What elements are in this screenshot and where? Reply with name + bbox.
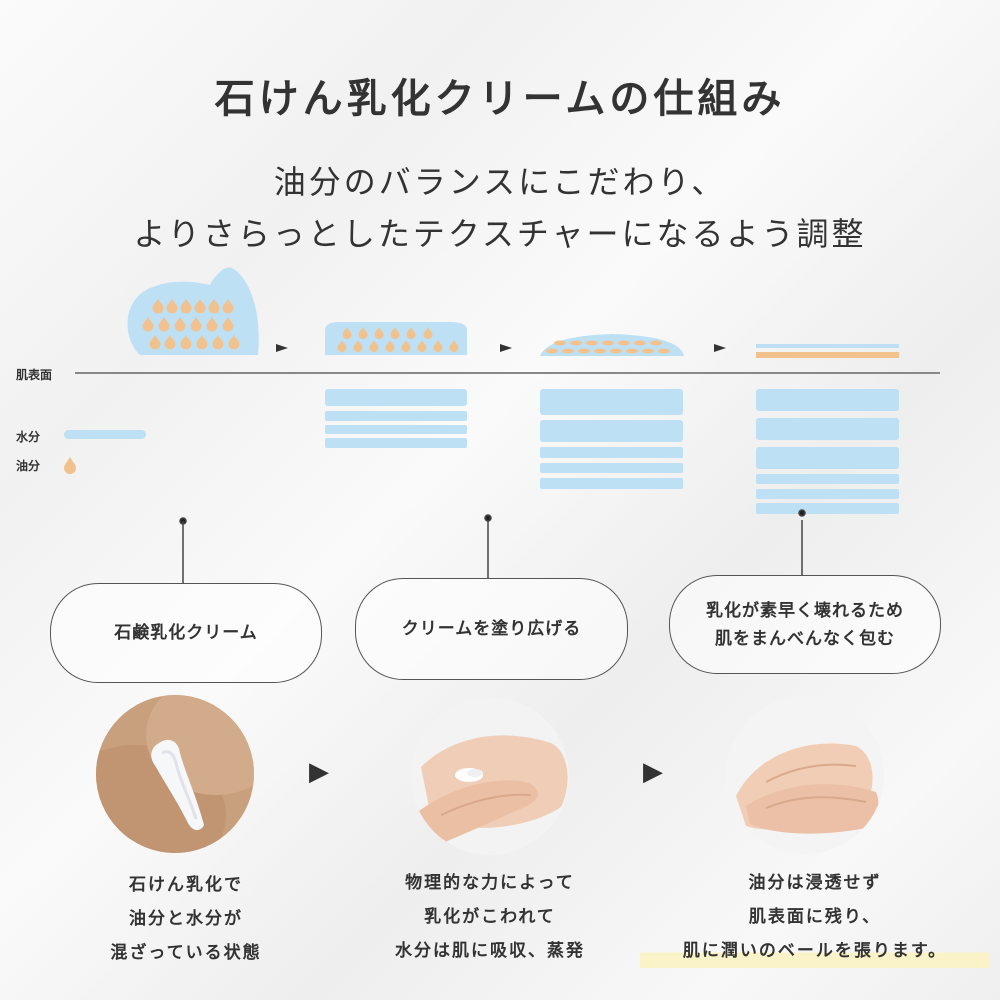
photo-cream-on-skin: [96, 695, 254, 853]
oil-drop: [342, 327, 352, 340]
skin-surface-label: 肌表面: [16, 368, 53, 382]
legend-water-label: 水分: [16, 430, 41, 444]
oil-drop: [449, 340, 459, 353]
subtitle-line-2: よりさらっとしたテクスチャーになるよう調整: [133, 215, 867, 253]
oil-drop: [358, 327, 368, 340]
caption-stage-1: 石けん乳化で 油分と水分が 混ざっている状態: [110, 875, 262, 963]
oil-drop: [353, 340, 363, 353]
oil-drop: [180, 334, 192, 350]
oil-drops-stage-1: [142, 298, 240, 350]
connector-dot: [798, 509, 806, 517]
oil-drop: [149, 334, 161, 350]
oil-drop: [650, 340, 662, 346]
oil-drop: [194, 298, 206, 314]
oil-drop: [562, 348, 574, 354]
page-title: 石けん乳化クリームの仕組み: [214, 76, 786, 122]
oil-drop: [602, 340, 614, 346]
oil-drop: [158, 316, 170, 332]
subtitle-line-1: 油分のバランスにこだわり、: [273, 163, 727, 201]
legend-oil-label: 油分: [16, 459, 41, 473]
caption-stage-3: 油分は浸透せず 肌表面に残り、 肌に潤いのベールを張ります。: [640, 866, 990, 968]
oil-drop: [626, 348, 638, 354]
caption-highlight: 肌に潤いのベールを張ります。: [640, 934, 990, 968]
oil-drop: [423, 327, 433, 340]
oil-drop: [546, 348, 558, 354]
oil-drop: [142, 316, 154, 332]
oil-drops-stage-2: [337, 327, 459, 353]
water-absorbed-stage-2: [325, 389, 467, 448]
photo-hands-veil: [726, 696, 884, 854]
oil-drop: [658, 348, 670, 354]
cream-blob-stage-1: [127, 267, 259, 355]
oil-drop: [222, 298, 234, 314]
oil-drop: [385, 340, 395, 353]
oil-drop: [228, 334, 240, 350]
oil-drops-stage-3: [546, 340, 670, 354]
emulsion-diagram: [64, 267, 940, 525]
oil-drop: [610, 348, 622, 354]
subtitle: 油分のバランスにこだわり、 よりさらっとしたテクスチャーになるよう調整: [0, 156, 1000, 260]
arrow-icon-2: ▶: [643, 757, 663, 787]
bubble-stage-2: クリームを塗り広げる: [355, 578, 628, 680]
stage-arrows: [276, 344, 726, 352]
oil-drop: [570, 340, 582, 346]
photo-spreading-cream: [411, 697, 569, 855]
water-absorbed-stage-4: [756, 389, 899, 514]
oil-drop: [337, 340, 347, 353]
oil-drop: [618, 340, 630, 346]
oil-drop: [212, 334, 224, 350]
oil-drop: [406, 327, 416, 340]
oil-drop: [206, 316, 218, 332]
water-film-stage-4: [756, 344, 899, 348]
oil-drop: [190, 316, 202, 332]
oil-drop: [222, 316, 234, 332]
oil-drop: [642, 348, 654, 354]
oil-drop: [180, 298, 192, 314]
oil-drop: [578, 348, 590, 354]
legend-water-swatch: [64, 430, 146, 439]
arrow-icon: [714, 344, 726, 352]
oil-drop: [208, 298, 220, 314]
legend-oil-swatch: [64, 457, 76, 474]
oil-drop: [401, 340, 411, 353]
arrow-icon: [500, 344, 512, 352]
water-absorbed-stage-3: [540, 389, 683, 489]
caption-stage-2: 物理的な力によって 乳化がこわれて 水分は肌に吸収、蒸発: [395, 873, 585, 961]
oil-drop: [166, 298, 178, 314]
bubble-stage-3: 乳化が素早く壊れるため 肌をまんべんなく包む: [669, 575, 941, 674]
bubble-stage-1: 石鹸乳化クリーム: [50, 583, 322, 683]
oil-drop: [369, 340, 379, 353]
oil-drop: [390, 327, 400, 340]
oil-drop: [634, 340, 646, 346]
oil-drop: [164, 334, 176, 350]
oil-veil-stage-4: [756, 352, 899, 358]
oil-drop: [196, 334, 208, 350]
oil-drop: [433, 340, 443, 353]
oil-drop: [152, 298, 164, 314]
oil-drop: [417, 340, 427, 353]
connector-lines: [182, 520, 803, 583]
oil-drop: [174, 316, 186, 332]
oil-drop: [586, 340, 598, 346]
oil-drop: [554, 340, 566, 346]
oil-drop: [374, 327, 384, 340]
oil-drop: [594, 348, 606, 354]
arrow-icon: [276, 344, 288, 352]
arrow-icon-1: ▶: [309, 757, 329, 787]
